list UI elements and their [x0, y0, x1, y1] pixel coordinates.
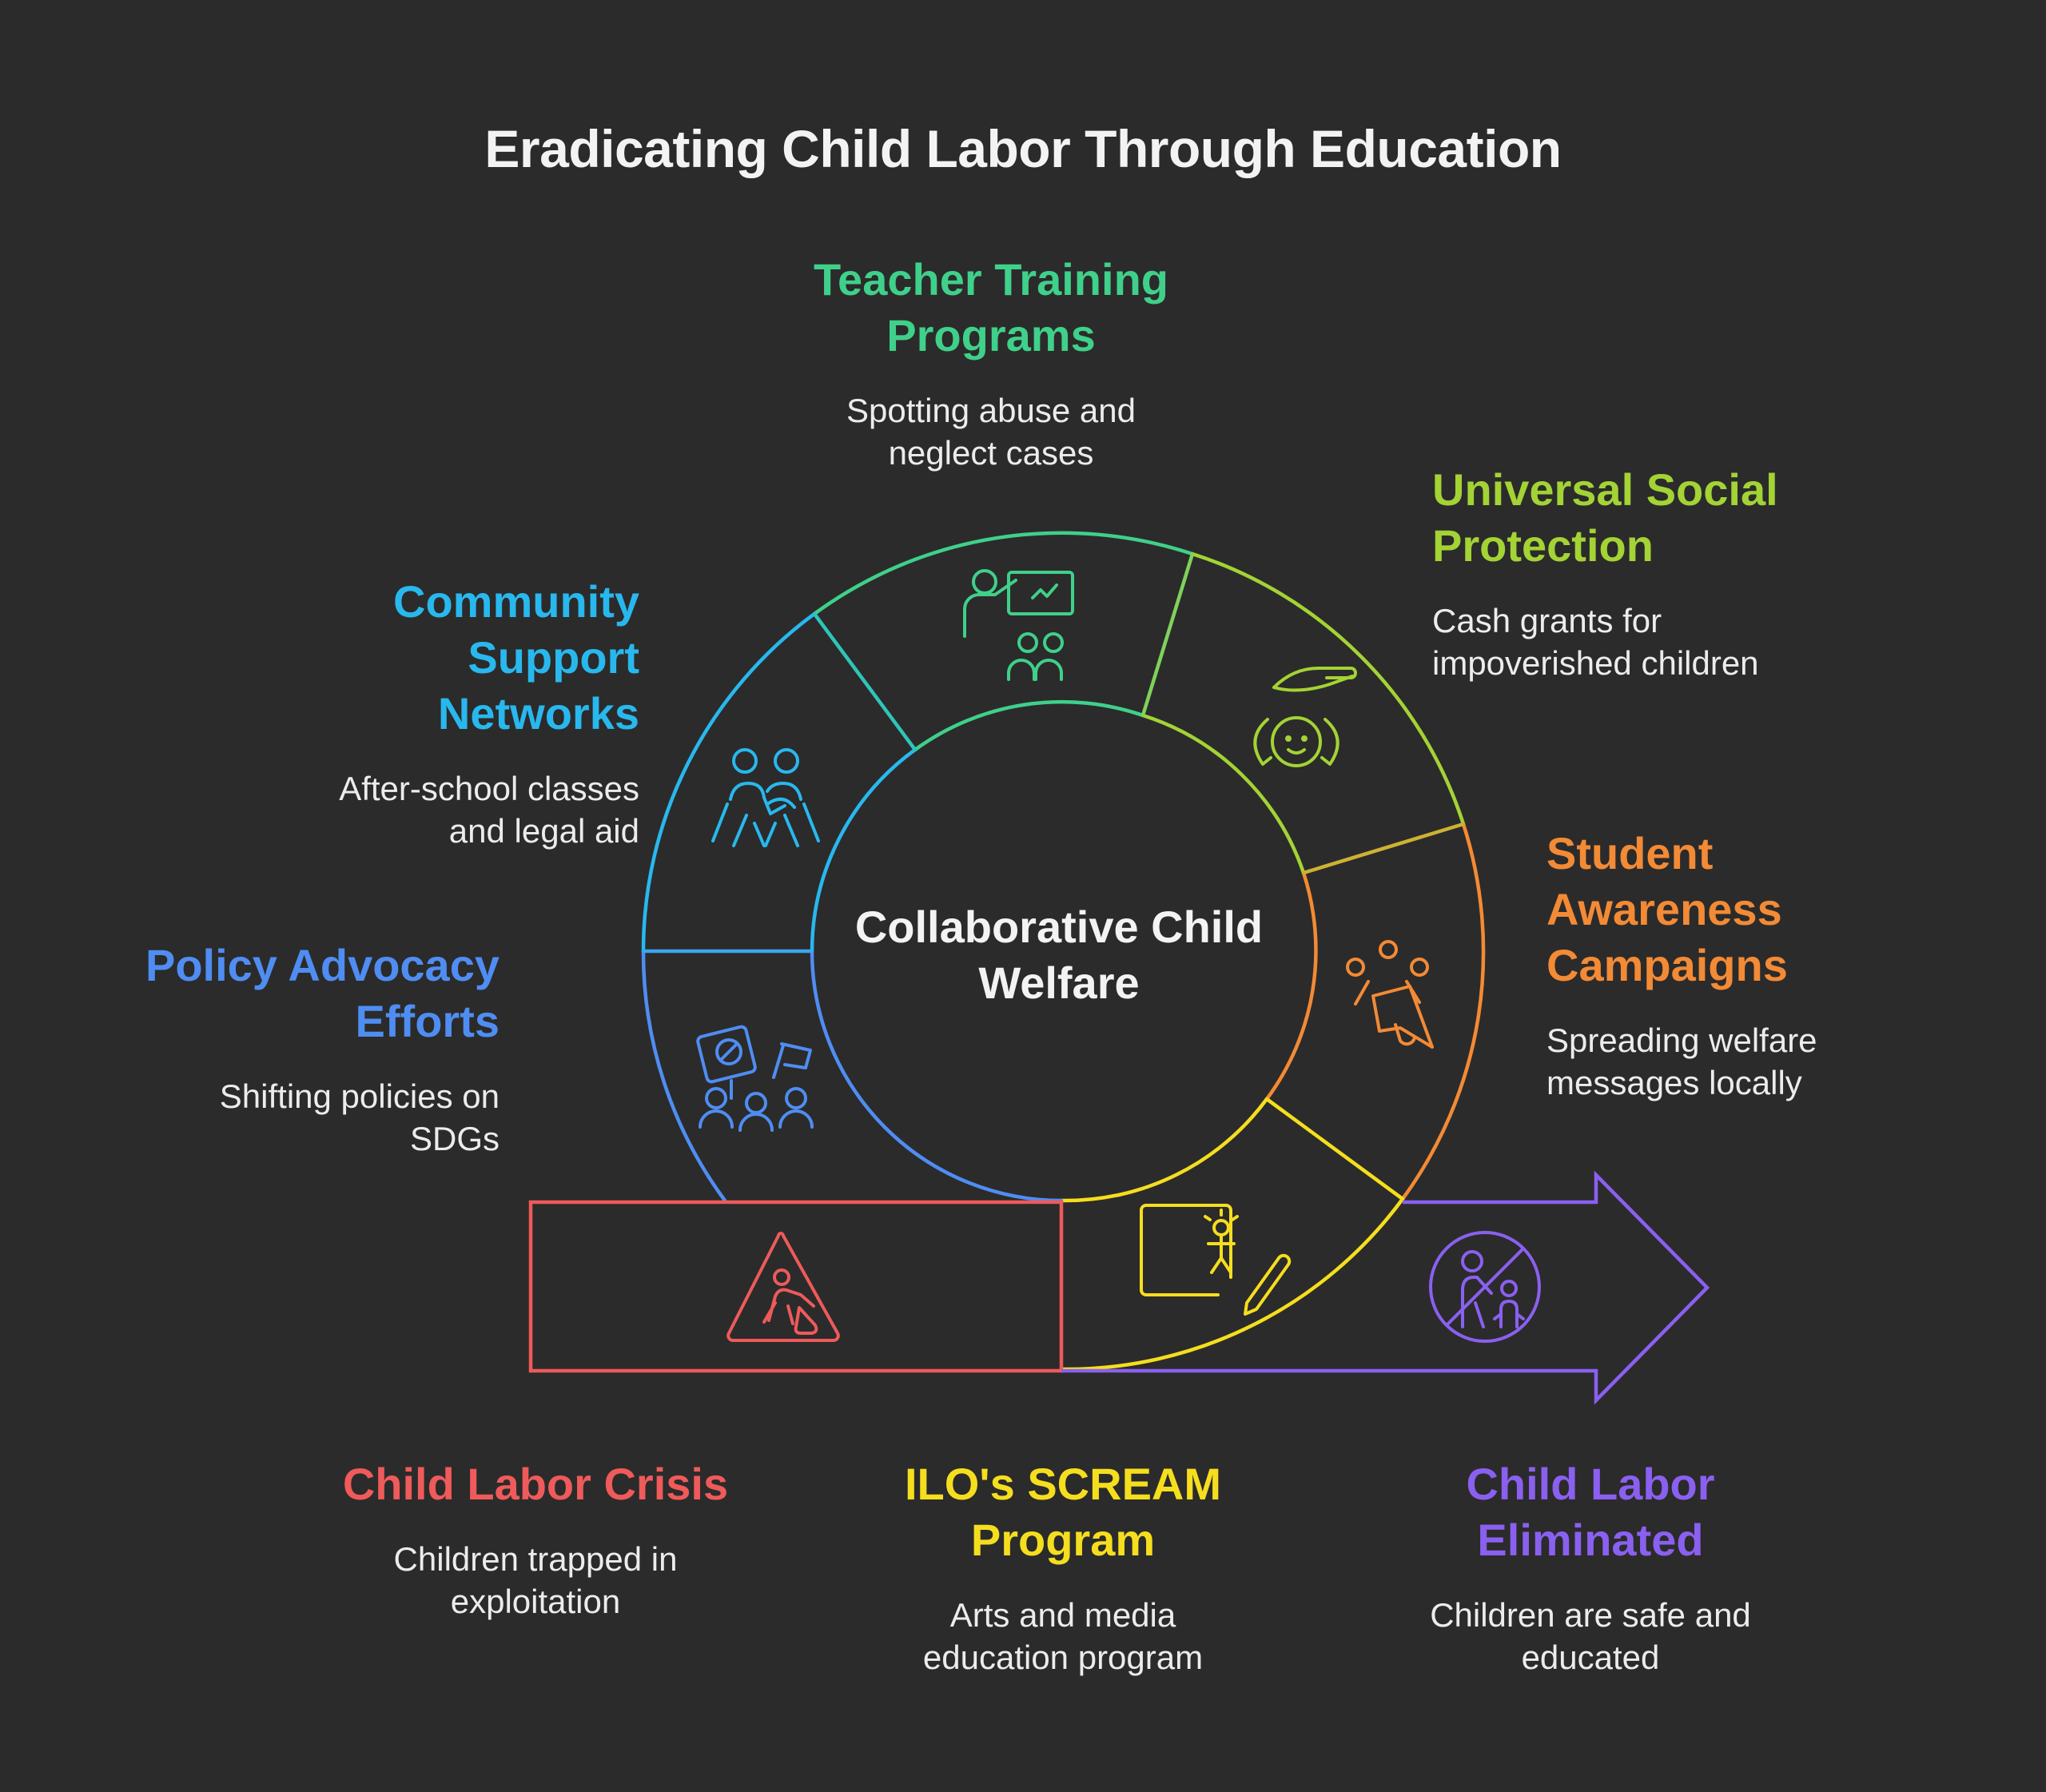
label-social-desc: Cash grants for impoverished children	[1432, 602, 1759, 682]
label-start: Child Labor Crisis Children trapped in e…	[320, 1456, 751, 1623]
label-scream: ILO's SCREAM Program Arts and media educ…	[867, 1456, 1259, 1679]
outer-arc-policy	[641, 949, 727, 1203]
inner-arc-student	[1264, 870, 1318, 1101]
label-student: Student Awareness Campaigns Spreading we…	[1546, 826, 1882, 1104]
label-social-title: Universal Social Protection	[1432, 464, 1778, 571]
divider-student-scream	[1264, 1097, 1405, 1201]
end-arrow	[1061, 1170, 1710, 1405]
label-policy-title: Policy Advocacy Efforts	[145, 940, 500, 1046]
label-end-title: Child Labor Eliminated	[1466, 1459, 1715, 1565]
community-hug-icon	[711, 748, 820, 847]
inner-arc-teacher	[913, 699, 1145, 752]
label-end: Child Labor Eliminated Children are safe…	[1391, 1456, 1790, 1679]
divider-social-student	[1301, 822, 1466, 875]
label-policy: Policy Advocacy Efforts Shifting policie…	[120, 938, 500, 1160]
inner-arc-social	[1140, 713, 1306, 875]
outer-arc-scream	[1059, 1197, 1405, 1372]
divider-teacher-social	[1140, 552, 1195, 718]
hand-over-child-icon	[1253, 667, 1357, 767]
teacher-presentation-icon	[963, 569, 1074, 681]
label-end-desc: Children are safe and educated	[1430, 1596, 1751, 1676]
outer-arc-community	[641, 611, 817, 954]
label-community-desc: After-school classes and legal aid	[339, 770, 639, 850]
label-social: Universal Social Protection Cash grants …	[1432, 462, 1816, 684]
label-policy-desc: Shifting policies on SDGs	[219, 1077, 500, 1157]
label-student-title: Student Awareness Campaigns	[1546, 828, 1788, 990]
outer-arc-teacher	[812, 531, 1195, 616]
inner-arc-policy	[810, 949, 1064, 1203]
label-teacher: Teacher Training Programs Spotting abuse…	[775, 252, 1207, 474]
label-teacher-title: Teacher Training Programs	[814, 254, 1168, 360]
no-child-labor-icon	[1429, 1231, 1541, 1343]
start-box	[528, 1200, 1064, 1373]
label-community: Community Support Networks After-school …	[240, 574, 639, 852]
inner-arc-scream	[1059, 1097, 1269, 1203]
child-drawing-icon	[1140, 1204, 1292, 1316]
outer-arc-social	[1190, 552, 1466, 826]
label-student-desc: Spreading welfare messages locally	[1546, 1021, 1817, 1101]
label-scream-title: ILO's SCREAM Program	[904, 1459, 1222, 1565]
outer-arc-student	[1400, 822, 1486, 1201]
divider-community-teacher	[812, 611, 918, 752]
megaphone-people-icon	[1346, 940, 1434, 1049]
label-start-desc: Children trapped in exploitation	[393, 1540, 678, 1620]
center-label: Collaborative Child Welfare	[854, 902, 1264, 1008]
child-labor-warning-icon	[726, 1232, 840, 1342]
protest-sign-icon	[696, 1025, 814, 1132]
inner-arc-community	[810, 747, 918, 954]
label-scream-desc: Arts and media education program	[922, 1596, 1204, 1676]
page-title: Eradicating Child Labor Through Educatio…	[484, 119, 1562, 178]
label-community-title: Community Support Networks	[393, 576, 639, 739]
label-teacher-desc: Spotting abuse and neglect cases	[846, 392, 1136, 472]
label-start-title: Child Labor Crisis	[342, 1459, 729, 1509]
